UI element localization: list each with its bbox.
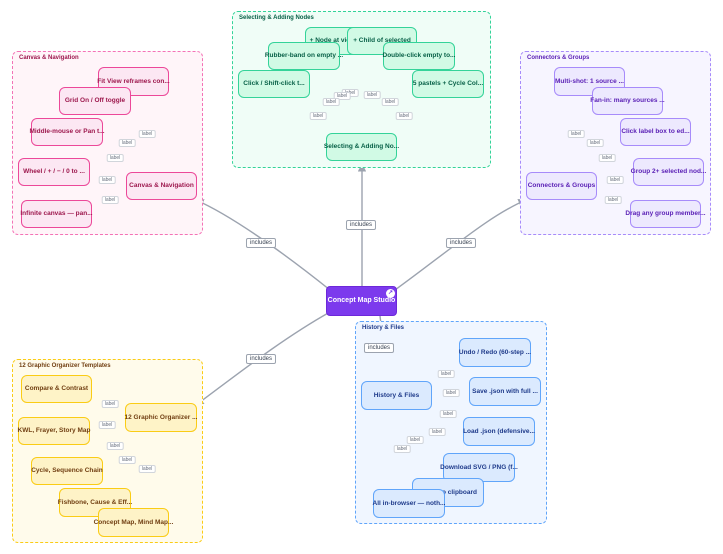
node-load-json[interactable]: Load .json (defensive...: [463, 417, 535, 446]
node-fishbone[interactable]: Fishbone, Cause & Eff...: [58, 488, 132, 517]
node-kwl-frayer[interactable]: KWL, Frayer, Story Map: [18, 417, 90, 445]
open-link-icon[interactable]: ↗: [386, 289, 395, 298]
edge-label-includes[interactable]: includes: [245, 238, 277, 248]
edge-label[interactable]: label: [567, 130, 585, 138]
hub-canvas-navigation[interactable]: Canvas & Navigation: [126, 172, 197, 200]
hub-selecting-adding[interactable]: Selecting & Adding No...: [324, 133, 399, 161]
node-fan-in[interactable]: Fan-in: many sources ...: [590, 87, 665, 115]
node-wheel-zoom[interactable]: Wheel / + / − / 0 to ...: [18, 158, 90, 186]
node-rubber-band[interactable]: Rubber-band on empty ...: [265, 42, 343, 70]
node-concept-mind-map[interactable]: Concept Map, Mind Map...: [94, 508, 173, 537]
group-title: Connectors & Groups: [527, 55, 590, 61]
edge-label[interactable]: label: [598, 154, 616, 162]
group-title: Selecting & Adding Nodes: [239, 15, 314, 21]
node-undo-redo[interactable]: Undo / Redo (60-step ...: [459, 338, 531, 367]
group-title: 12 Graphic Organizer Templates: [19, 363, 111, 369]
edge-label[interactable]: label: [395, 112, 413, 120]
edge-label[interactable]: label: [118, 139, 136, 147]
hub-connectors-groups[interactable]: Connectors & Groups: [526, 172, 597, 200]
edge-label[interactable]: label: [442, 389, 460, 397]
edge-label[interactable]: label: [322, 98, 340, 106]
node-click-label[interactable]: Click label box to ed...: [620, 118, 691, 146]
group-title: History & Files: [362, 325, 405, 331]
edge-label[interactable]: label: [309, 112, 327, 120]
edge-label[interactable]: label: [606, 176, 624, 184]
edge-label[interactable]: label: [439, 410, 457, 418]
edge-label[interactable]: label: [138, 130, 156, 138]
node-grid-toggle[interactable]: Grid On / Off toggle: [59, 87, 131, 115]
node-compare-contrast[interactable]: Compare & Contrast: [21, 375, 92, 403]
edge-label[interactable]: label: [393, 445, 411, 453]
edge-root-connectors: [394, 199, 527, 291]
edge-label-includes[interactable]: includes: [445, 238, 477, 248]
node-click-shift[interactable]: Click / Shift-click t...: [238, 70, 310, 98]
node-save-json[interactable]: Save .json with full ...: [469, 377, 541, 406]
edge-label[interactable]: label: [333, 92, 351, 100]
edge-label-includes[interactable]: includes: [245, 354, 277, 364]
node-group-selected[interactable]: Group 2+ selected nod...: [631, 158, 706, 186]
edge-label[interactable]: label: [98, 176, 116, 184]
node-all-in-browser[interactable]: All in-browser — noth...: [373, 489, 445, 518]
edge-label[interactable]: label: [381, 98, 399, 106]
node-infinite-canvas[interactable]: Infinite canvas — pan...: [20, 200, 93, 228]
edge-label[interactable]: label: [363, 91, 381, 99]
edge-label[interactable]: label: [98, 421, 116, 429]
edge-label[interactable]: label: [437, 370, 455, 378]
edge-label[interactable]: label: [101, 196, 119, 204]
root-node[interactable]: Concept Map Studio: [326, 286, 397, 316]
hub-templates[interactable]: 12 Graphic Organizer ...: [125, 403, 198, 432]
hub-history-files[interactable]: History & Files: [361, 381, 432, 410]
edge-label[interactable]: label: [604, 196, 622, 204]
node-pastels-cycle[interactable]: 5 pastels + Cycle Col...: [412, 70, 484, 98]
group-title: Canvas & Navigation: [19, 55, 79, 61]
node-cycle-sequence[interactable]: Cycle, Sequence Chain: [31, 457, 103, 485]
edge-label-includes[interactable]: includes: [345, 220, 377, 230]
edge-root-canvas: [195, 199, 331, 291]
node-middle-mouse-pan[interactable]: Middle-mouse or Pan t...: [29, 118, 105, 146]
edge-label[interactable]: label: [106, 442, 124, 450]
node-drag-group-member[interactable]: Drag any group member...: [625, 200, 706, 228]
edge-label[interactable]: label: [428, 428, 446, 436]
edge-label[interactable]: label: [586, 139, 604, 147]
edge-label[interactable]: label: [406, 436, 424, 444]
edge-label-includes[interactable]: includes: [363, 343, 395, 353]
node-download-svg-png[interactable]: Download SVG / PNG (f...: [440, 453, 518, 482]
edge-label[interactable]: label: [101, 400, 119, 408]
edge-label[interactable]: label: [118, 456, 136, 464]
edge-label[interactable]: label: [138, 465, 156, 473]
edge-label[interactable]: label: [106, 154, 124, 162]
node-double-click[interactable]: Double-click empty to...: [383, 42, 455, 70]
root-label: Concept Map Studio: [327, 297, 396, 304]
